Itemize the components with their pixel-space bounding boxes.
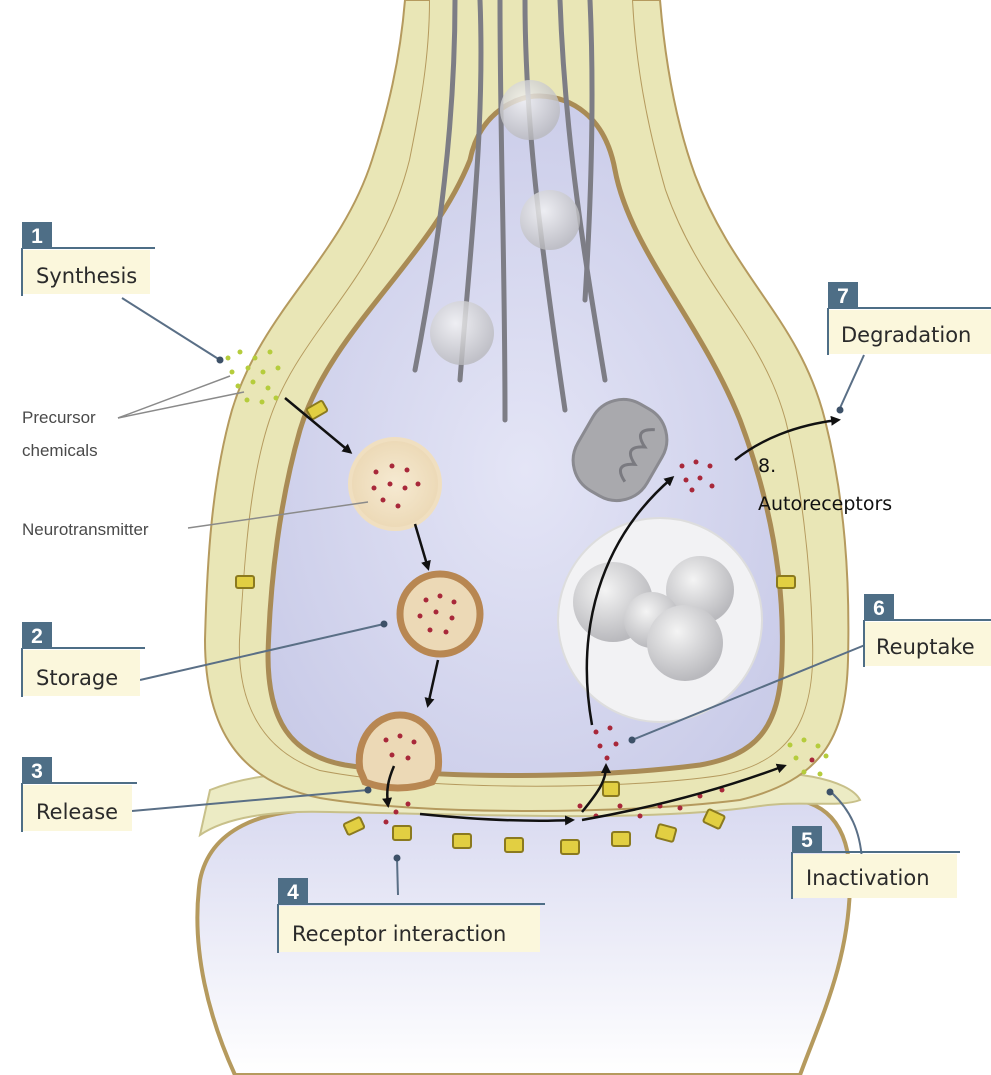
step-number: 5 [801, 829, 813, 852]
step-number: 4 [287, 881, 299, 904]
step-label: Receptor interaction [292, 922, 506, 946]
step-box-degradation: 7 Degradation [828, 282, 991, 355]
step-box-synthesis: 1 Synthesis [22, 222, 155, 296]
neurotransmitter-label: Neurotransmitter [22, 520, 149, 539]
step-number: 6 [873, 597, 885, 620]
step-label: Release [36, 800, 118, 824]
step-label: Storage [36, 666, 118, 690]
step-label: Synthesis [36, 264, 137, 288]
step-number: 7 [837, 285, 849, 308]
step-label: Inactivation [806, 866, 930, 890]
step-label: Reuptake [876, 635, 975, 659]
precursor-label-line1: Precursor [22, 408, 96, 427]
step-number: 3 [31, 760, 43, 783]
precursor-label-line2: chemicals [22, 441, 98, 460]
step-box-reuptake: 6 Reuptake [864, 594, 991, 667]
vesicle-release [359, 715, 438, 788]
vesicle-synthesis [350, 439, 440, 529]
step-label: Degradation [841, 323, 971, 347]
step-box-release: 3 Release [22, 757, 137, 832]
step-number: 1 [31, 225, 43, 248]
step-box-storage: 2 Storage [22, 622, 145, 697]
autoreceptors-label: Autoreceptors [758, 493, 892, 515]
step-number: 2 [31, 625, 43, 648]
autoreceptors-label-number: 8. [758, 455, 776, 477]
vesicle-storage [400, 574, 480, 654]
step-box-inactivation: 5 Inactivation [792, 826, 960, 899]
